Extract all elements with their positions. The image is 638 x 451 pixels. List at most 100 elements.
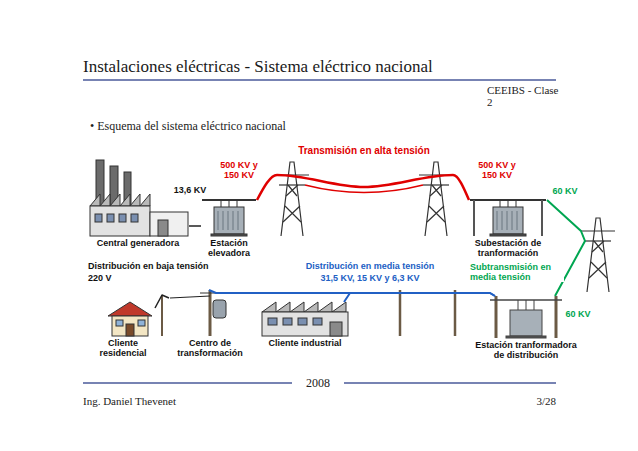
footer-year: 2008 [298,376,338,390]
transformer-node: Estación elevadora [201,196,257,258]
footer-rule [344,382,556,384]
node-caption: Cliente industrial [254,338,356,348]
industrial-building [262,302,346,312]
substation-drawing [508,200,509,207]
power-line [155,295,169,308]
pole-transformer [170,290,226,336]
transmission-tower [283,185,301,222]
distribution-substation-drawing [518,300,519,310]
transmission-tower [275,162,309,236]
power-plant-drawing [158,220,168,236]
house-drawing [138,320,145,326]
node-caption: Centro de transformación [169,338,251,358]
industrial-building [283,318,292,325]
industrial-building [262,302,348,336]
power-plant-drawing [95,214,102,222]
transformer-node: Centro de transformación [169,290,251,358]
step-up-transformer [214,207,244,234]
line-label: Transmisión en alta tensión [284,145,444,157]
distribution-pole [399,290,402,336]
line-label: Subtransmisión en media tensión [470,262,564,282]
substation-drawing [490,234,526,236]
subtransmission-tower [581,218,615,292]
industrial-building [313,318,322,325]
distribution-substation-drawing [495,296,498,338]
transmission-tower [279,184,305,185]
industrial-building [268,318,277,325]
distribution-substation-drawing [526,300,527,310]
low-voltage-pole [162,295,163,336]
distribution-pole [447,290,463,336]
step-up-transformer [221,200,222,207]
power-plant-drawing [150,212,188,236]
substation-drawing [493,207,523,234]
node-caption: Subestación de tranformación [469,238,547,258]
step-up-transformer [229,200,230,207]
house-drawing [108,302,152,336]
low-voltage-pole [161,295,163,336]
voltage-label: 31,5 KV, 15 KV y 6,3 KV [290,273,450,283]
subtransmission-tower [585,240,611,241]
footer-author: Ing. Daniel Thevenet [83,395,176,408]
industrial-building [262,312,348,336]
bullet-text: • Esquema del sistema eléctrico nacional [90,119,286,133]
house-drawing [112,316,148,336]
substation-drawing [470,200,546,236]
transmission-tower [419,162,453,236]
power-plant-drawing [131,214,138,222]
line-label: Distribución en baja tensión [88,261,238,271]
header-rule [83,80,556,81]
pole-transformer [213,300,226,318]
distribution-substation-drawing [506,336,546,338]
distribution-substation-drawing [490,296,562,338]
house-drawing [126,324,134,336]
industrial-building [298,318,307,325]
transmission-tower [423,184,449,185]
subtransmission-tower [581,230,615,231]
customer-node: Cliente residencial [91,302,155,358]
page-number: 3/28 [520,395,556,408]
distribution-substation-drawing [534,300,535,310]
power-plant-drawing [90,160,188,236]
node-caption: Estación tranformadora de distribución [469,340,583,360]
substation-node: Estación tranformadora de distribución [469,296,583,360]
power-plant-node: Central generadora [87,158,189,248]
distribution-pole [392,290,408,336]
node-caption: Central generadora [87,238,189,248]
step-up-transformer [211,234,247,236]
transmission-tower [427,185,445,222]
substation-drawing [541,200,543,236]
power-line [189,225,201,227]
node-caption: Cliente residencial [91,338,155,358]
substation-drawing [497,211,517,230]
voltage-label: 60 KV [548,186,582,196]
distribution-substation-drawing [555,296,558,338]
power-plant-drawing [90,206,150,236]
industrial-building [330,322,342,336]
step-up-transformer [237,200,238,207]
step-up-transformer [202,200,256,236]
substation-drawing [500,200,501,207]
voltage-label: 13,6 KV [170,185,210,195]
house-drawing [108,302,152,316]
header-rule [83,79,556,81]
pole-transformer [209,290,212,336]
transmission-tower [281,162,303,236]
course-tag: CEEIBS - Clase 2 [487,84,561,108]
footer-rule [83,382,292,384]
subtransmission-tower [589,241,607,278]
house-drawing [116,320,123,326]
distribution-substation-drawing [510,310,542,336]
subtransmission-tower [587,218,609,292]
transmission-tower [425,162,447,236]
step-up-transformer [218,211,238,230]
substation-drawing [516,200,517,207]
node-caption: Estación elevadora [201,238,257,258]
power-plant-drawing [107,214,114,222]
pole-transformer [170,296,210,298]
distribution-pole [454,290,457,336]
power-line [344,293,495,302]
power-plant-drawing [119,214,126,222]
